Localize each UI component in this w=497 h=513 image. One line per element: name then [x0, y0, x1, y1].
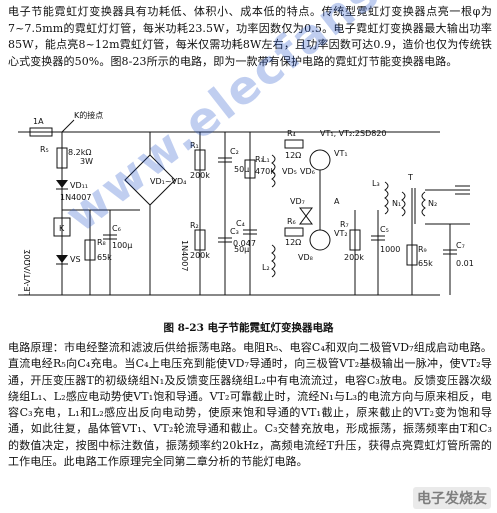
svg-text:470k: 470k: [255, 167, 275, 176]
svg-text:VD₆: VD₆: [300, 167, 315, 176]
svg-text:R₅: R₅: [40, 145, 49, 154]
svg-text:L₃: L₃: [372, 179, 380, 188]
svg-text:VD₁₁: VD₁₁: [70, 181, 88, 190]
l1-coil: [271, 154, 276, 188]
svg-text:VD₁~VD₄: VD₁~VD₄: [150, 177, 186, 186]
svg-text:L₂: L₂: [262, 263, 270, 272]
svg-text:C₄: C₄: [236, 219, 245, 228]
svg-text:R₆: R₆: [287, 217, 296, 226]
svg-text:65k: 65k: [97, 253, 112, 262]
svg-text:VT₁: VT₁: [334, 149, 348, 158]
svg-text:C₅: C₅: [380, 225, 389, 234]
svg-text:N₂: N₂: [428, 199, 437, 208]
svg-text:1000: 1000: [380, 245, 400, 254]
k-relay-coil: [53, 217, 71, 237]
svg-text:VD₅: VD₅: [282, 167, 297, 176]
svg-text:R₄: R₄: [287, 129, 296, 138]
svg-text:VD₇: VD₇: [290, 197, 305, 206]
svg-text:0.047: 0.047: [233, 239, 256, 248]
svg-text:1N4007: 1N4007: [60, 193, 91, 202]
svg-text:8.2kΩ: 8.2kΩ: [68, 148, 91, 157]
svg-text:VS: VS: [70, 255, 81, 264]
svg-text:12Ω: 12Ω: [285, 151, 301, 160]
svg-text:T: T: [407, 173, 413, 182]
svg-text:C₇: C₇: [456, 241, 465, 250]
k-contact-label: K的接点: [74, 110, 103, 120]
svg-text:L₁: L₁: [262, 155, 270, 164]
principle-paragraph: 电路原理：市电经整流和滤波后供给振荡电路。电阻R₅、电容C₄和双向二极管VD₇组…: [8, 341, 492, 469]
l3-coil: [384, 181, 389, 215]
svg-text:R₃: R₃: [255, 155, 264, 164]
svg-text:50μ: 50μ: [234, 245, 249, 254]
svg-text:C₂: C₂: [230, 147, 239, 156]
r5-resistor: [56, 147, 68, 169]
vd-diode: [56, 180, 68, 188]
fuse-symbol: [29, 127, 53, 137]
svg-text:12Ω: 12Ω: [285, 238, 301, 247]
svg-text:1N4007: 1N4007: [180, 240, 189, 271]
svg-text:50μ: 50μ: [234, 165, 249, 174]
svg-text:R₂: R₂: [190, 221, 199, 230]
vt1-transistor: [309, 149, 331, 171]
svg-text:VT₂: VT₂: [334, 229, 348, 238]
circuit-diagram: 1A K的接点 R₅ 8.2kΩ 3W VD₁₁ 1N4007 K LE-VT/…: [18, 110, 474, 296]
svg-text:200k: 200k: [190, 251, 210, 260]
svg-text:VT₁, VT₂:2SD820: VT₁, VT₂:2SD820: [320, 129, 387, 138]
figure-caption: 图 8-23 电子节能霓虹灯变换器电路: [163, 322, 334, 334]
svg-text:R₇: R₇: [340, 220, 349, 229]
n2-winding: [421, 191, 426, 217]
svg-text:C₆: C₆: [112, 224, 121, 233]
l2-coil: [271, 244, 276, 278]
relay-part-label: LE-VT/ΛΩ0Σ: [23, 249, 32, 296]
svg-text:VD₈: VD₈: [298, 253, 313, 262]
svg-text:200k: 200k: [344, 253, 364, 262]
svg-text:3W: 3W: [80, 157, 93, 166]
svg-text:A: A: [334, 197, 340, 206]
svg-text:C₃: C₃: [230, 227, 239, 236]
fuse-label: 1A: [33, 117, 44, 126]
vt2-transistor: [309, 229, 331, 251]
intro-paragraph: 电子节能霓虹灯变换器具有功耗低、体积小、成本低的特点。传统型霓虹灯变换器点亮一根…: [8, 5, 492, 68]
svg-text:65k: 65k: [418, 259, 433, 268]
corner-logo: 电子发烧友: [413, 487, 491, 509]
svg-text:0.01: 0.01: [456, 259, 474, 268]
svg-text:R₁: R₁: [190, 141, 199, 150]
svg-text:200k: 200k: [190, 171, 210, 180]
svg-text:R₉: R₉: [418, 245, 427, 254]
svg-text:N₁: N₁: [392, 199, 401, 208]
svg-text:R₈: R₈: [97, 238, 106, 247]
n1-winding: [401, 191, 406, 217]
svg-text:K: K: [59, 224, 65, 233]
svg-text:100μ: 100μ: [112, 241, 132, 250]
